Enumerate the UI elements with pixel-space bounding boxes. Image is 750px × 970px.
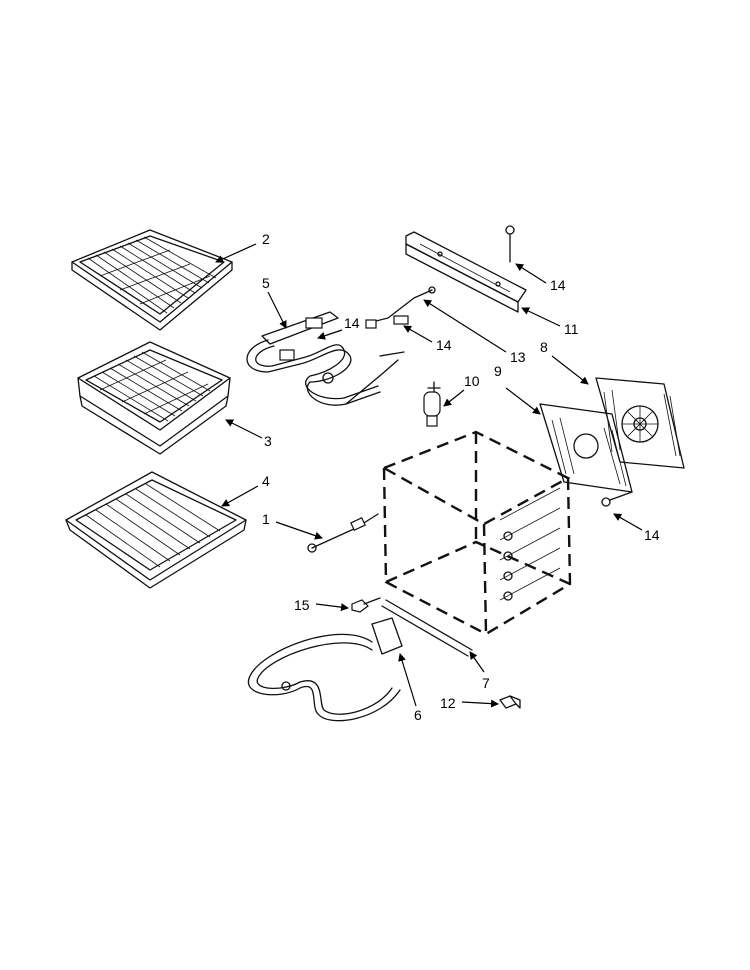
callout-14b: 14 (436, 337, 452, 353)
callout-9: 9 (494, 363, 502, 379)
broil-element (246, 311, 405, 406)
temperature-sensor-wire (365, 286, 436, 329)
convection-fan-panel (595, 377, 685, 469)
oven-cavity (381, 430, 572, 636)
callout-12: 12 (440, 695, 456, 711)
screw-top (505, 225, 515, 263)
callout-15: 15 (294, 597, 310, 613)
callout-6: 6 (414, 707, 422, 723)
wire-clip (499, 695, 521, 709)
callout-8: 8 (540, 339, 548, 355)
callout-3: 3 (264, 433, 272, 449)
bake-element (247, 617, 403, 722)
door-gasket-strip (381, 599, 473, 657)
oven-rack-top (71, 229, 233, 331)
oven-rack-flat (65, 471, 247, 589)
callout-4: 4 (262, 473, 270, 489)
thermal-fuse (423, 381, 441, 427)
cavity-rack-supports (503, 531, 513, 601)
screw-15 (351, 597, 381, 613)
top-bracket (405, 225, 527, 313)
callout-2: 2 (262, 231, 270, 247)
screw-baffle (601, 491, 633, 507)
callout-11: 11 (564, 321, 579, 337)
convection-baffle (539, 403, 633, 507)
callout-10: 10 (464, 373, 480, 389)
callout-7: 7 (482, 675, 490, 691)
callout-5: 5 (262, 275, 270, 291)
callout-14c: 14 (550, 277, 566, 293)
callout-labels: 2 3 4 5 14 14 14 14 11 13 8 9 10 1 15 7 … (262, 231, 660, 723)
callout-14a: 14 (344, 315, 360, 331)
leader-lines (215, 243, 643, 708)
callout-14d: 14 (644, 527, 660, 543)
callout-13: 13 (510, 349, 526, 365)
oven-temperature-sensor (307, 513, 379, 553)
callout-1: 1 (262, 511, 270, 527)
oven-rack-middle (77, 341, 231, 455)
